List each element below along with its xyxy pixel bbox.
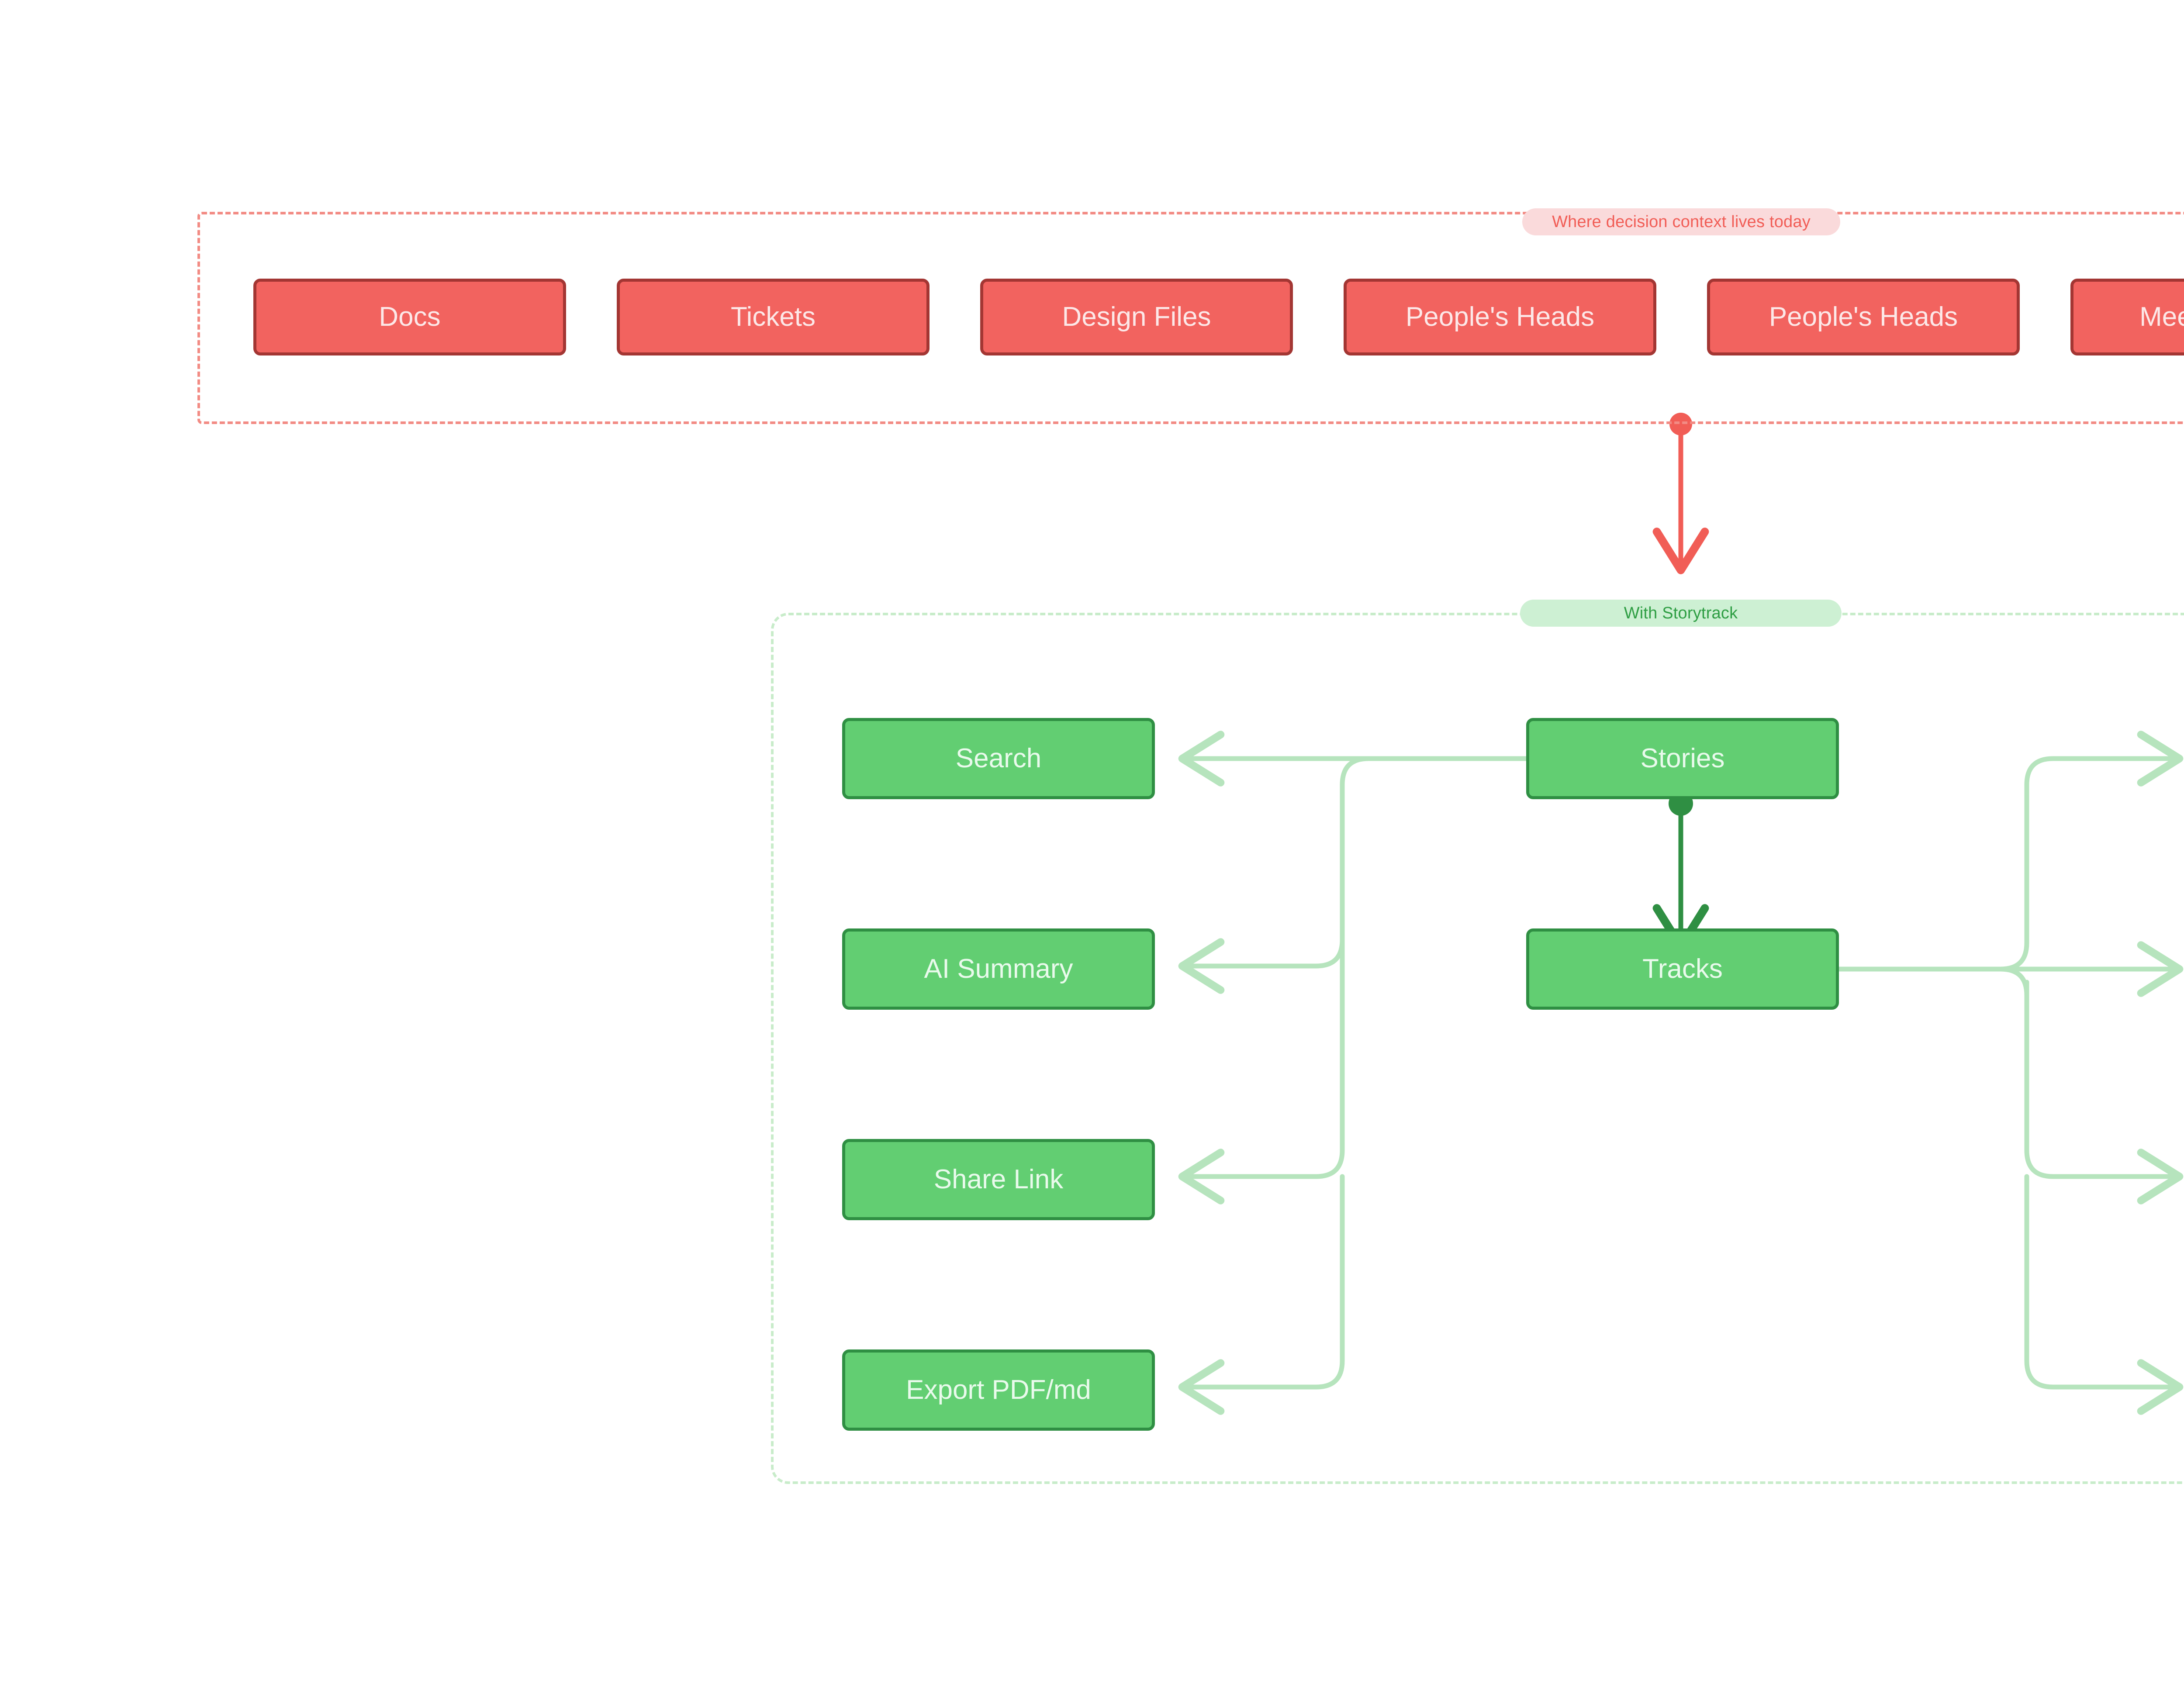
node-label: Share Link	[933, 1164, 1064, 1195]
node-tickets[interactable]: Tickets	[617, 279, 930, 355]
problem-group-title: Where decision context lives today	[1522, 208, 1840, 235]
node-docs[interactable]: Docs	[253, 279, 566, 355]
node-label: Docs	[379, 302, 441, 332]
node-label: Export PDF/md	[906, 1375, 1091, 1405]
node-peoples-heads-1[interactable]: People's Heads	[1344, 279, 1656, 355]
node-label: Tracks	[1642, 954, 1723, 984]
node-export-pdf-md[interactable]: Export PDF/md	[842, 1349, 1155, 1431]
edge-problem-to-solution	[1652, 413, 1709, 574]
node-label: Stories	[1640, 743, 1725, 774]
solution-group-container	[771, 613, 2184, 1484]
node-search[interactable]: Search	[842, 718, 1155, 799]
node-design-files[interactable]: Design Files	[980, 279, 1293, 355]
node-label: Tickets	[730, 302, 816, 332]
node-label: Search	[955, 743, 1042, 774]
node-label: People's Heads	[1769, 302, 1958, 332]
node-peoples-heads-2[interactable]: People's Heads	[1707, 279, 2020, 355]
node-label: People's Heads	[1405, 302, 1595, 332]
node-label: Meeting Notes	[2139, 302, 2184, 332]
node-label: Design Files	[1062, 302, 1211, 332]
solution-group-title: With Storytrack	[1520, 600, 1842, 627]
node-tracks[interactable]: Tracks	[1526, 928, 1839, 1010]
node-ai-summary[interactable]: AI Summary	[842, 928, 1155, 1010]
node-share-link[interactable]: Share Link	[842, 1139, 1155, 1220]
node-stories[interactable]: Stories	[1526, 718, 1839, 799]
node-meeting-notes[interactable]: Meeting Notes	[2070, 279, 2184, 355]
node-label: AI Summary	[924, 954, 1073, 984]
problem-group-container	[197, 212, 2184, 424]
